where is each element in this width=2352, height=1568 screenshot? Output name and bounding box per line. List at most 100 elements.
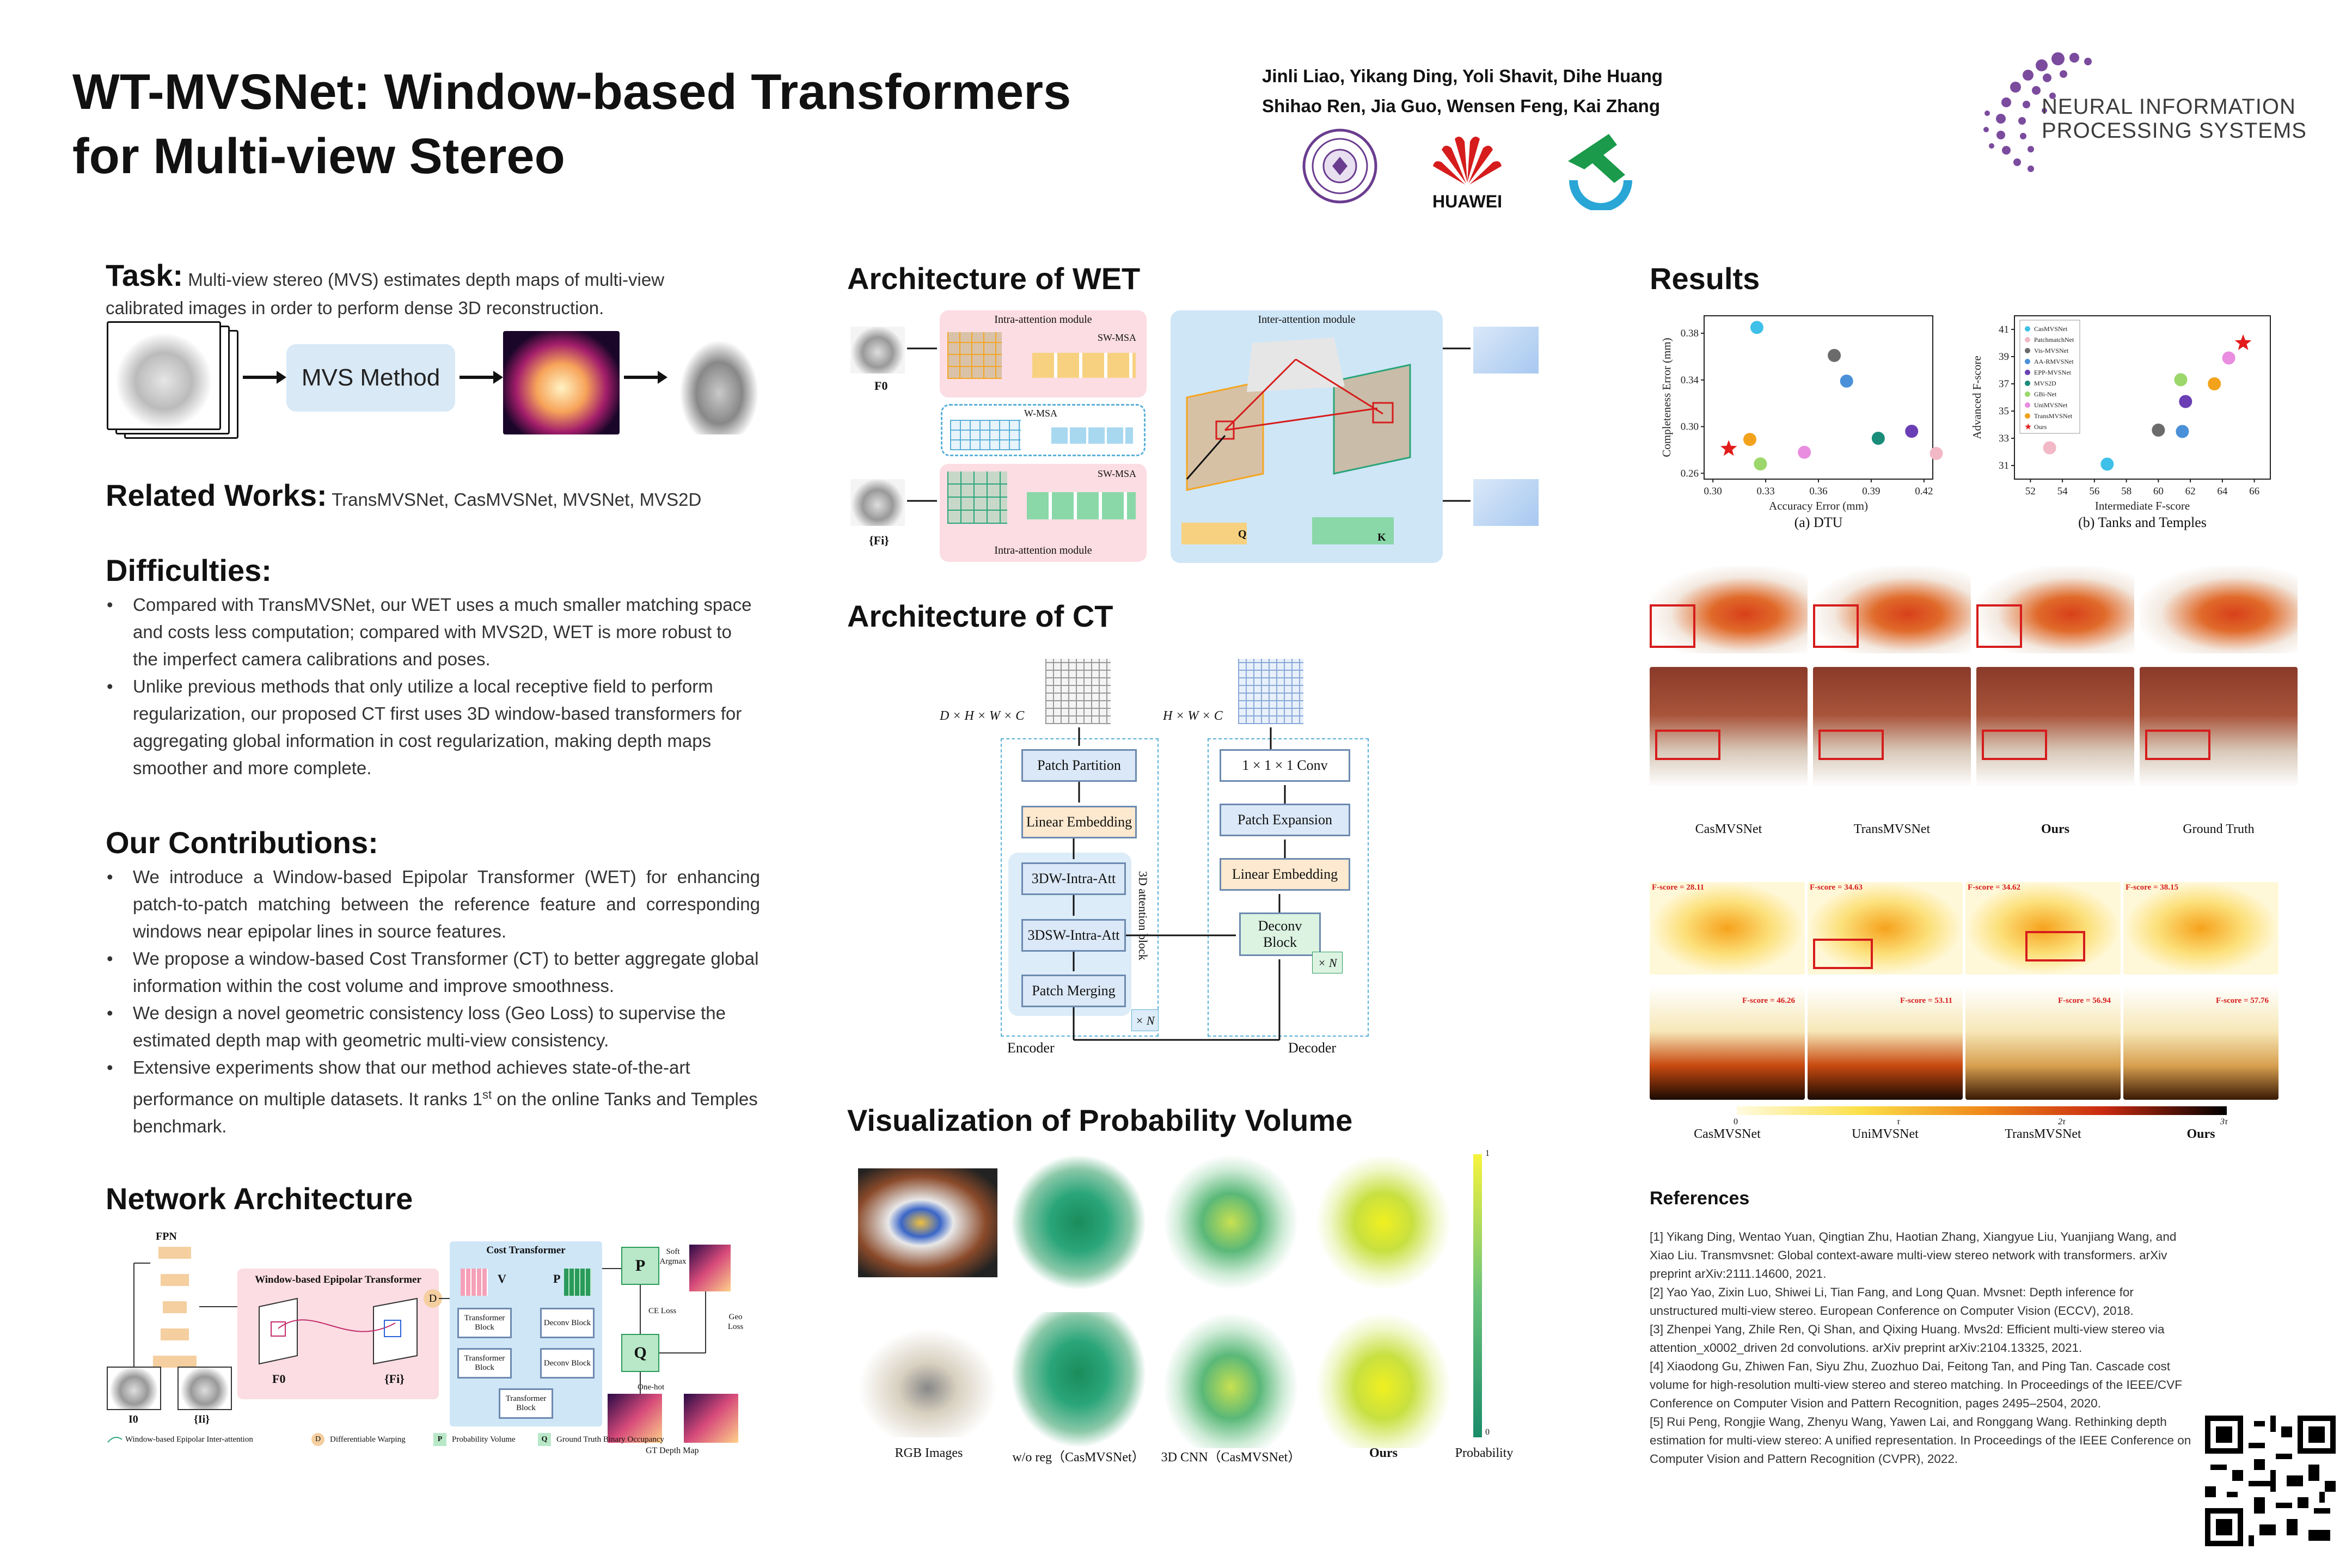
y-tick-label: 31 [1999, 460, 2009, 471]
legend-warping: Differentiable Warping [330, 1435, 406, 1444]
references-list: [1] Yikang Ding, Wentao Yuan, Qingtian Z… [1650, 1228, 2200, 1468]
legend-entry: TransMVSNet [2034, 412, 2073, 420]
qual-apple-3 [1976, 566, 2134, 653]
cost-transformer-block: Cost Transformer V P Transformer Block T… [450, 1241, 602, 1426]
err-temple-2 [1808, 882, 1963, 975]
ct-decoder-box [1208, 738, 1369, 1037]
intra-top-label: Intra-attention module [994, 314, 1092, 326]
university-seal-logo [1302, 128, 1377, 204]
difficulty-item: Unlike previous methods that only utiliz… [107, 673, 760, 782]
x-tick-label: 62 [2185, 486, 2196, 497]
data-point [1840, 375, 1853, 388]
ct-input-volume [1045, 659, 1111, 724]
qual-apple-1 [1650, 566, 1808, 653]
y-tick-label: 0.30 [1681, 421, 1699, 433]
contribution-last-a: Extensive experiments show that our meth… [133, 1057, 690, 1109]
err-horse-4 [2123, 985, 2278, 1100]
legend-marker [2025, 391, 2030, 397]
x-tick-label: 52 [2025, 486, 2036, 497]
x-tick-label: 0.33 [1756, 486, 1774, 497]
ct-v-label: V [498, 1272, 506, 1285]
fscore-top-1: F-score = 28.11 [1652, 883, 1705, 892]
network-architecture-figure: FPN Window-based Epipolar Transformer F0… [107, 1230, 760, 1465]
mvs-method-box: MVS Method [286, 344, 455, 412]
data-point [2100, 457, 2114, 471]
ct-figure: D × H × W × C H × W × C Patch Partition … [926, 653, 1394, 1067]
reference-item: [1] Yikang Ding, Wentao Yuan, Qingtian Z… [1650, 1230, 2177, 1281]
x-tick-label: 0.36 [1809, 486, 1827, 497]
ct-xn-dec: × N [1312, 952, 1343, 973]
data-point [1828, 348, 1841, 362]
err-label-unimvsnet: UniMVSNet [1852, 1127, 1919, 1141]
i0-label: I0 [128, 1413, 138, 1425]
error-colorbar [1737, 1106, 2227, 1115]
ct-conv: 1 × 1 × 1 Conv [1220, 749, 1350, 782]
legend-entry: MVS2D [2034, 379, 2056, 387]
y-tick-label: 0.34 [1681, 375, 1699, 386]
x-tick-label: 54 [2057, 486, 2068, 497]
ct-decoder-label: Decoder [1288, 1040, 1337, 1056]
title-line-2: for Multi-view Stereo [72, 128, 565, 184]
task-heading: Task: [106, 258, 183, 292]
vis-label-noreg: w/o reg（CasMVSNet） [1012, 1450, 1145, 1465]
data-point [1905, 425, 1919, 438]
x-axis-label: Intermediate F-score [2095, 499, 2190, 512]
input-image-stack-1 [107, 321, 221, 430]
wet-figure: F0 {Fi} Intra-attention module SW-MSA W-… [847, 305, 1555, 566]
qual-label-casmvsnet: CasMVSNet [1695, 822, 1762, 836]
legend-entry: Ours [2034, 423, 2047, 431]
data-point [2208, 377, 2221, 390]
data-point [2043, 441, 2056, 455]
ct-deconv-block-1: Deconv Block [540, 1308, 595, 1338]
legend-entry: AA-RMVSNet [2034, 358, 2074, 365]
difficulties-list: Compared with TransMVSNet, our WET uses … [107, 591, 760, 782]
prob-vol-ours-top [1315, 1154, 1451, 1290]
x-tick-label: 0.39 [1862, 486, 1880, 497]
sw-msa-bottom: SW-MSA [1098, 468, 1137, 479]
inter-q-label: Q [1238, 528, 1247, 540]
vis-label-probability: Probability [1455, 1446, 1514, 1460]
wet-f0-image [850, 327, 905, 373]
legend-gt-occupancy: Ground Truth Binary Occupancy [556, 1435, 664, 1444]
rgb-image-bottom [858, 1328, 997, 1437]
task-text-a: Multi-view stereo (MVS) estimates depth … [183, 270, 665, 290]
fscore-bottom-1: F-score = 46.26 [1742, 996, 1795, 1005]
lab-logo [1557, 128, 1639, 212]
data-point-ours [2234, 334, 2252, 350]
probability-colorbar [1473, 1154, 1482, 1437]
network-flow-arrows [133, 1263, 706, 1394]
predicted-depth-image [689, 1245, 731, 1291]
plot-frame [1704, 315, 1933, 480]
authors-line-1: Jinli Liao, Yikang Ding, Yoli Shavit, Di… [1262, 66, 1663, 86]
err-label-casmvsnet: CasMVSNet [1694, 1127, 1761, 1141]
q-volume-cube: Q [621, 1334, 659, 1372]
arrow-to-reconstruction [624, 371, 667, 384]
reference-item: [4] Xiaodong Gu, Zhiwen Fan, Siyu Zhu, Z… [1650, 1359, 2182, 1410]
qual-building-2 [1813, 667, 1971, 787]
one-hot-label: One-hot [638, 1383, 665, 1392]
y-tick-label: 39 [1999, 351, 2009, 363]
error-maps-grid: F-score = 28.11 F-score = 34.63 F-score … [1650, 882, 2308, 1143]
ct-3dw-intra-att: 3DW-Intra-Att [1021, 862, 1126, 895]
err-temple-3 [1965, 882, 2121, 975]
y-tick-label: 0.26 [1681, 468, 1699, 479]
data-point [2152, 424, 2165, 437]
legend-q-badge: Q [538, 1433, 551, 1446]
author-list: Jinli Liao, Yikang Ding, Yoli Shavit, Di… [1262, 61, 1752, 121]
inter-attention-module: Inter-attention module Q K [1171, 310, 1443, 563]
prob-vol-3dcnn-top [1163, 1154, 1299, 1290]
ct-patch-merging: Patch Merging [1021, 975, 1126, 1007]
wet-block-title: Window-based Epipolar Transformer [255, 1274, 421, 1285]
ct-transformer-block-3: Transformer Block [499, 1388, 553, 1419]
qr-code[interactable] [2205, 1416, 2336, 1546]
results-heading: Results [1650, 261, 1760, 296]
gt-depth-image-2 [684, 1394, 738, 1443]
ct-patch-partition: Patch Partition [1021, 749, 1137, 782]
chart-caption: (a) DTU [1794, 514, 1843, 530]
reference-item: [2] Yao Yao, Zixin Luo, Shiwei Li, Tian … [1650, 1285, 2134, 1318]
legend-marker [2025, 337, 2030, 342]
wet-f0-label: F0 [874, 379, 888, 393]
ct-linear-embedding-enc: Linear Embedding [1021, 806, 1137, 838]
x-tick-label: 0.42 [1915, 486, 1933, 497]
